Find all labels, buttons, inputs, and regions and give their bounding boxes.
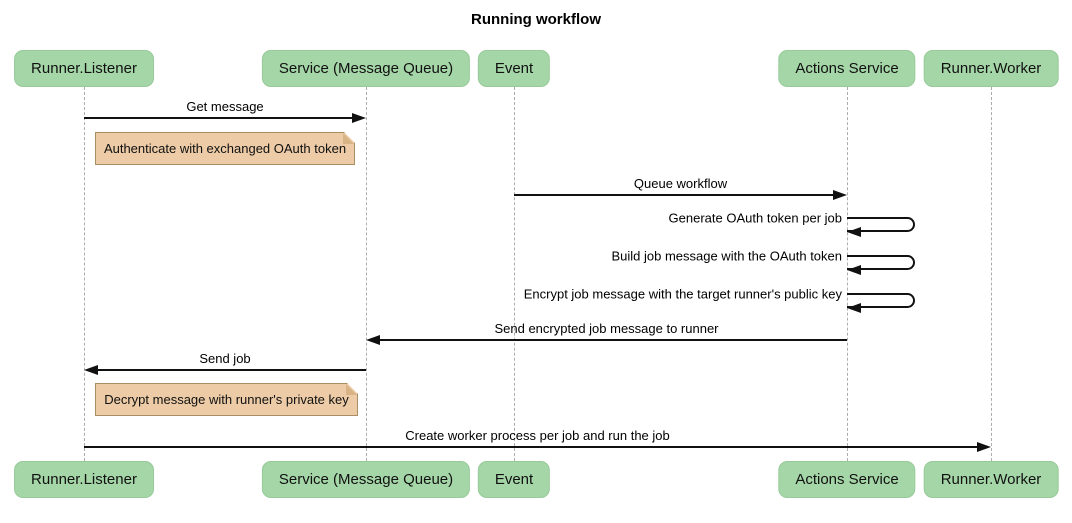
arrowhead-right-icon — [833, 190, 847, 200]
message-line-9 — [84, 446, 979, 448]
message-line-6 — [378, 339, 847, 341]
self-message-label-3: Generate OAuth token per job — [668, 210, 842, 226]
message-line-0 — [84, 117, 354, 119]
note-label: Decrypt message with runner's private ke… — [104, 392, 349, 407]
note-8: Decrypt message with runner's private ke… — [95, 383, 358, 416]
lifeline-service — [365, 87, 367, 461]
participant-service-top: Service (Message Queue) — [261, 50, 471, 87]
arrowhead-left-icon — [366, 335, 380, 345]
note-label: Authenticate with exchanged OAuth token — [103, 141, 347, 156]
lifeline-event — [513, 87, 515, 461]
self-loop-4 — [847, 255, 915, 270]
arrowhead-right-icon — [977, 442, 991, 452]
note-fold-icon — [343, 133, 354, 144]
message-label-2: Queue workflow — [633, 176, 728, 191]
self-loop-5 — [847, 293, 915, 308]
participant-worker-top: Runner.Worker — [923, 50, 1059, 87]
participant-event-top: Event — [477, 50, 551, 87]
diagram-title: Running workflow — [471, 11, 601, 28]
participant-worker-bottom: Runner.Worker — [923, 461, 1059, 498]
message-label-9: Create worker process per job and run th… — [405, 428, 670, 443]
self-message-label-4: Build job message with the OAuth token — [611, 248, 842, 264]
note-fold-icon — [346, 384, 357, 395]
self-loop-3 — [847, 217, 915, 232]
message-label-7: Send job — [199, 351, 251, 366]
arrowhead-left-icon — [847, 265, 861, 275]
lifeline-worker — [990, 87, 992, 461]
message-line-7 — [96, 369, 366, 371]
lifeline-listener — [83, 87, 85, 461]
self-message-label-5: Encrypt job message with the target runn… — [523, 286, 842, 302]
participant-listener-bottom: Runner.Listener — [14, 461, 154, 498]
participant-event-bottom: Event — [477, 461, 551, 498]
message-label-0: Get message — [186, 99, 264, 114]
participant-listener-top: Runner.Listener — [14, 50, 154, 87]
participant-actions-top: Actions Service — [778, 50, 916, 87]
participant-actions-bottom: Actions Service — [778, 461, 916, 498]
note-1: Authenticate with exchanged OAuth token — [95, 132, 355, 165]
message-line-2 — [514, 194, 835, 196]
arrowhead-left-icon — [84, 365, 98, 375]
arrowhead-right-icon — [352, 113, 366, 123]
arrowhead-left-icon — [847, 303, 861, 313]
participant-service-bottom: Service (Message Queue) — [261, 461, 471, 498]
message-label-6: Send encrypted job message to runner — [494, 321, 719, 336]
arrowhead-left-icon — [847, 227, 861, 237]
